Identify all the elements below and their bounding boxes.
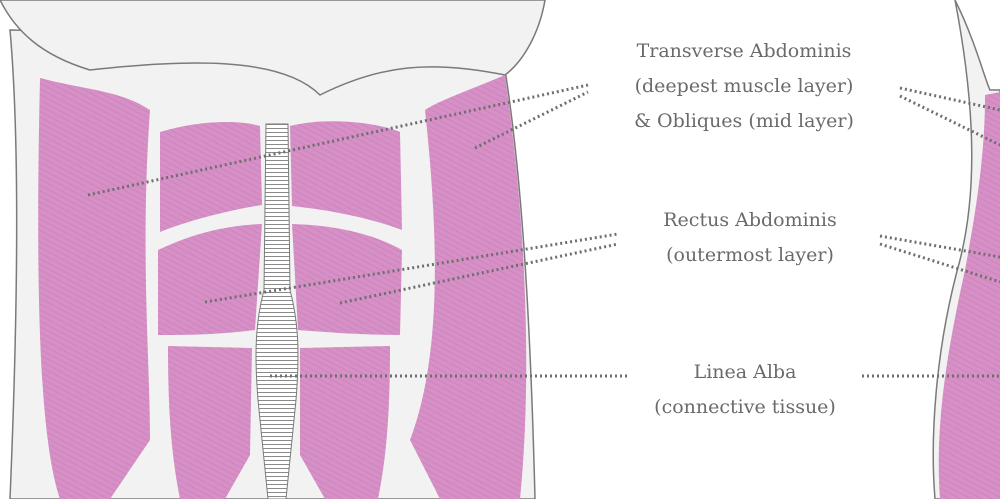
label-rectus-line2: (outermost layer): [620, 238, 880, 273]
oblique-left: [38, 78, 150, 499]
rectus-lower-right: [300, 346, 390, 499]
label-transverse-line3: & Obliques (mid layer): [588, 104, 900, 139]
label-linea-line1: Linea Alba: [630, 355, 860, 390]
label-rectus-line1: Rectus Abdominis: [620, 203, 880, 238]
label-transverse-line2: (deepest muscle layer): [588, 69, 900, 104]
label-transverse-line1: Transverse Abdominis: [588, 34, 900, 69]
label-linea-alba: Linea Alba (connective tissue): [630, 355, 860, 425]
label-transverse-abdominis: Transverse Abdominis (deepest muscle lay…: [588, 34, 900, 139]
label-linea-line2: (connective tissue): [630, 390, 860, 425]
label-rectus-abdominis: Rectus Abdominis (outermost layer): [620, 203, 880, 273]
oblique-right-partial: [939, 92, 1000, 499]
